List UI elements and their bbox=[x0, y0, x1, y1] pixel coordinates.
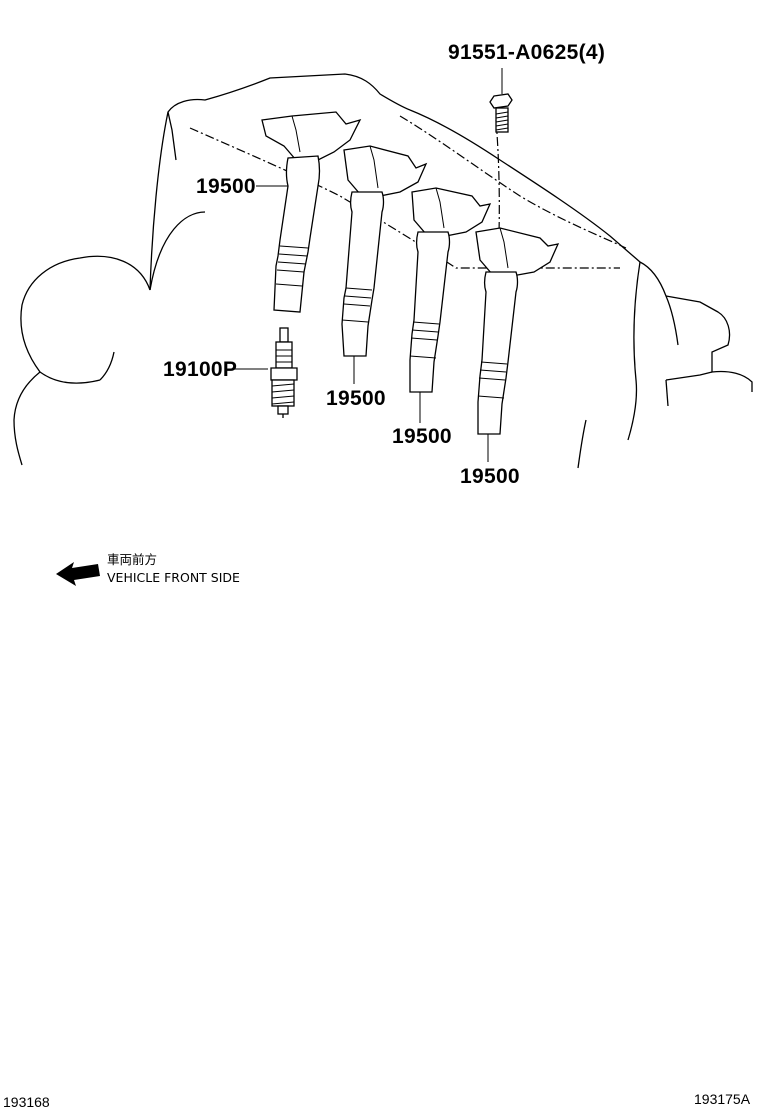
arrow-left-icon bbox=[56, 562, 100, 586]
spark-plug bbox=[270, 327, 298, 418]
bolt bbox=[489, 93, 513, 133]
footer-right-code: 193175A bbox=[694, 1091, 751, 1107]
direction-note-en: VEHICLE FRONT SIDE bbox=[107, 570, 240, 585]
callout-coil-3: 19500 bbox=[392, 425, 452, 448]
ignition-coil-1 bbox=[261, 111, 362, 313]
footer-left-code: 193168 bbox=[3, 1094, 50, 1110]
callout-coil-2: 19500 bbox=[326, 387, 386, 410]
callout-coil-1: 19500 bbox=[196, 175, 256, 198]
ignition-coil-4 bbox=[475, 227, 560, 435]
callout-spark-plug: 19100P bbox=[163, 358, 237, 381]
ignition-coil-3 bbox=[409, 187, 492, 393]
ignition-coil-2 bbox=[341, 145, 428, 357]
vehicle-front-indicator: 車両前方 VEHICLE FRONT SIDE bbox=[56, 552, 240, 586]
direction-note-jp: 車両前方 bbox=[107, 552, 157, 567]
leader-lines bbox=[234, 68, 503, 462]
callout-bolt: 91551-A0625(4) bbox=[448, 41, 605, 64]
callout-coil-4: 19500 bbox=[460, 465, 520, 488]
